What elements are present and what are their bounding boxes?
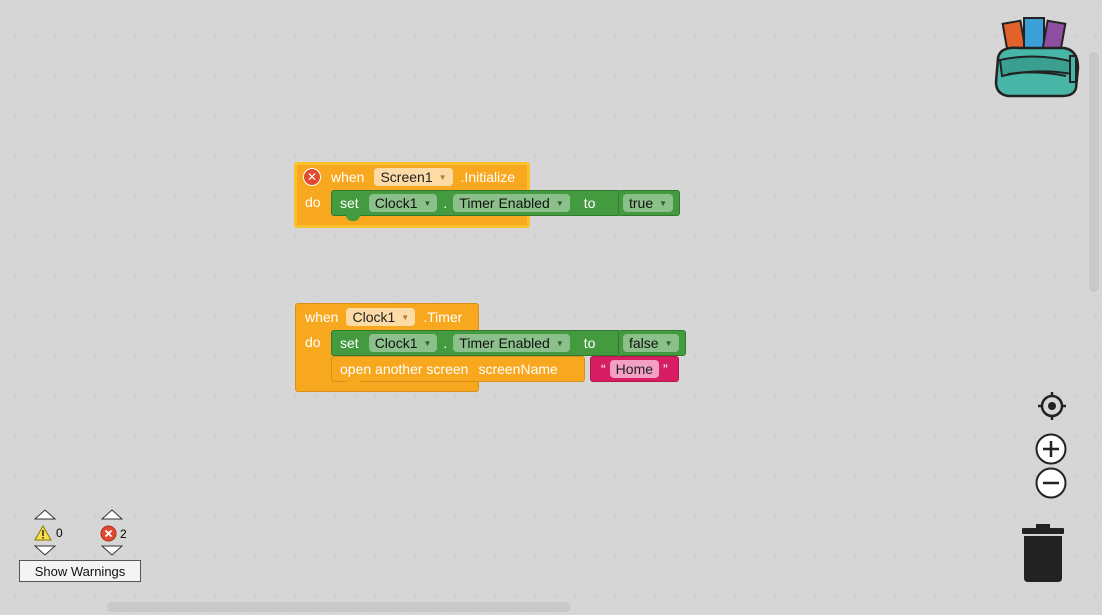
show-warnings-button[interactable]: Show Warnings [19,560,141,582]
property-dropdown[interactable]: Timer Enabled ▼ [453,334,570,352]
open-another-screen-block[interactable]: open another screen screenName [331,356,585,382]
chevron-down-icon: ▼ [659,198,668,208]
warning-next-arrow[interactable] [34,545,56,556]
do-label: do [305,194,321,210]
when-label: when [331,169,365,185]
boolean-dropdown[interactable]: false ▼ [623,334,679,352]
close-quote: ” [663,361,668,377]
boolean-value: false [629,335,659,351]
chevron-down-icon: ▼ [423,198,432,208]
block-notch [346,215,360,221]
warning-count: 0 [56,526,63,540]
when-label: when [305,309,339,325]
minus-circle-icon[interactable] [1034,466,1068,500]
clock1-timer-header: when Clock1 ▼ .Timer [305,305,462,329]
error-counter: 2 [100,525,127,542]
target-dropdown[interactable]: Clock1 ▼ [368,334,438,352]
to-label: to [583,195,596,211]
dot-label: . [443,195,448,211]
screen1-initialize-header: ✕ when Screen1 ▼ .Initialize [303,165,515,189]
target-value: Clock1 [374,335,418,351]
text-block[interactable]: “ Home ” [590,356,679,382]
error-next-arrow[interactable] [101,545,123,556]
to-label: to [583,335,596,351]
open-quote: “ [601,361,606,377]
chevron-down-icon: ▼ [555,338,564,348]
chevron-down-icon: ▼ [423,338,432,348]
component-dropdown[interactable]: Screen1 ▼ [374,168,453,186]
backpack-icon[interactable] [990,12,1082,98]
boolean-value: true [629,195,654,211]
warning-triangle-icon [34,525,52,541]
plus-circle-icon[interactable] [1034,432,1068,466]
chevron-down-icon: ▼ [555,198,564,208]
property-value: Timer Enabled [459,335,550,351]
text-value: Home [615,361,654,377]
warning-prev-arrow[interactable] [34,509,56,520]
error-prev-arrow[interactable] [101,509,123,520]
set-label: set [340,335,359,351]
error-count: 2 [120,526,127,541]
boolean-dropdown[interactable]: true ▼ [623,194,674,212]
crosshair-icon[interactable] [1037,391,1067,421]
property-value: Timer Enabled [459,195,550,211]
screen-name-label: screenName [478,361,558,377]
component-dropdown[interactable]: Clock1 ▼ [346,308,416,326]
horizontal-scrollbar[interactable] [107,602,571,612]
error-x-icon[interactable]: ✕ [303,168,321,186]
component-value: Clock1 [352,309,396,325]
chevron-down-icon: ▼ [438,172,447,182]
text-value-field[interactable]: Home [609,360,660,378]
set-label: set [340,195,359,211]
property-dropdown[interactable]: Timer Enabled ▼ [453,194,570,212]
boolean-block[interactable]: false ▼ [618,330,686,356]
target-value: Clock1 [374,195,418,211]
do-label: do [305,334,321,350]
open-screen-label: open another screen [340,361,469,377]
trash-icon[interactable] [1022,524,1064,582]
boolean-block[interactable]: true ▼ [618,190,680,216]
error-x-icon [100,525,117,542]
block-notch [346,381,360,387]
target-dropdown[interactable]: Clock1 ▼ [368,194,438,212]
chevron-down-icon: ▼ [664,338,673,348]
set-timer-enabled-block[interactable]: set Clock1 ▼ . Timer Enabled ▼ to [331,190,621,216]
component-value: Screen1 [380,169,433,185]
warning-counter: 0 [34,525,63,541]
set-timer-enabled-block[interactable]: set Clock1 ▼ . Timer Enabled ▼ to [331,330,621,356]
dot-label: . [443,335,448,351]
event-label: .Timer [423,309,463,325]
vertical-scrollbar[interactable] [1089,52,1099,292]
event-label: .Initialize [460,169,516,185]
chevron-down-icon: ▼ [401,312,410,322]
